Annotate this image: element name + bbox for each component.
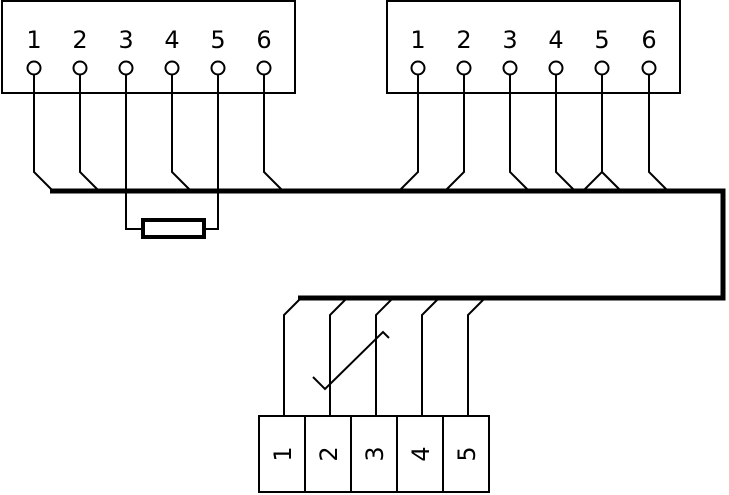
resistor-lead xyxy=(204,75,219,230)
wire xyxy=(329,298,347,416)
wires-bottom xyxy=(283,298,485,416)
wires-left xyxy=(33,75,283,191)
wire xyxy=(399,75,419,191)
wire xyxy=(601,171,621,191)
wires-right xyxy=(399,75,668,191)
connector-left-pin xyxy=(72,60,88,76)
connector-right-pin-label: 4 xyxy=(548,26,563,54)
wire xyxy=(33,75,53,191)
connector-left-pin-label: 3 xyxy=(118,26,133,54)
wire xyxy=(648,75,668,191)
wire xyxy=(421,298,439,416)
connector-left-pin-label: 1 xyxy=(26,26,41,54)
connector-left-pin xyxy=(164,60,180,76)
connector-left-pin-label: 5 xyxy=(210,26,225,54)
connector-right: 1 2 3 4 5 6 xyxy=(386,0,681,94)
terminal-label: 2 xyxy=(315,446,343,461)
wire xyxy=(263,75,283,191)
terminal-label: 5 xyxy=(453,446,481,461)
resistor-lead xyxy=(125,75,143,230)
connector-right-pin-label: 5 xyxy=(594,26,609,54)
terminal-block: 1 2 3 4 5 xyxy=(258,415,490,493)
resistor xyxy=(125,75,219,239)
connector-left-pin-label: 6 xyxy=(256,26,271,54)
connector-left-pin xyxy=(210,60,226,76)
connector-left-pin-label: 4 xyxy=(164,26,179,54)
connector-left-housing xyxy=(1,0,296,94)
connector-right-pin xyxy=(410,60,426,76)
connector-right-pin-label: 1 xyxy=(410,26,425,54)
connector-left: 1 2 3 4 5 6 xyxy=(1,0,296,94)
terminal-label: 1 xyxy=(269,446,297,461)
wire xyxy=(555,75,575,191)
crossover-link xyxy=(312,330,390,391)
resistor-body xyxy=(141,218,206,239)
wire xyxy=(509,75,529,191)
connector-right-pin xyxy=(641,60,657,76)
connector-right-pin-label: 3 xyxy=(502,26,517,54)
connector-right-pin xyxy=(548,60,564,76)
wire xyxy=(283,298,301,416)
terminal-label: 3 xyxy=(361,446,389,461)
connector-left-pin xyxy=(256,60,272,76)
terminal-label: 4 xyxy=(407,446,435,461)
wire xyxy=(445,75,465,191)
connector-right-pin xyxy=(502,60,518,76)
connector-right-pin xyxy=(456,60,472,76)
connector-left-pin-label: 2 xyxy=(72,26,87,54)
terminal-block-housing xyxy=(258,415,490,493)
wire xyxy=(467,298,485,416)
connector-right-pin xyxy=(594,60,610,76)
wire xyxy=(171,75,191,191)
wire xyxy=(375,298,393,416)
connector-right-pin-label: 2 xyxy=(456,26,471,54)
wire xyxy=(79,75,99,191)
cable-bus xyxy=(50,188,726,301)
connector-right-housing xyxy=(386,0,681,94)
connector-left-pin xyxy=(26,60,42,76)
connector-left-pin xyxy=(118,60,134,76)
connector-right-pin-label: 6 xyxy=(641,26,656,54)
